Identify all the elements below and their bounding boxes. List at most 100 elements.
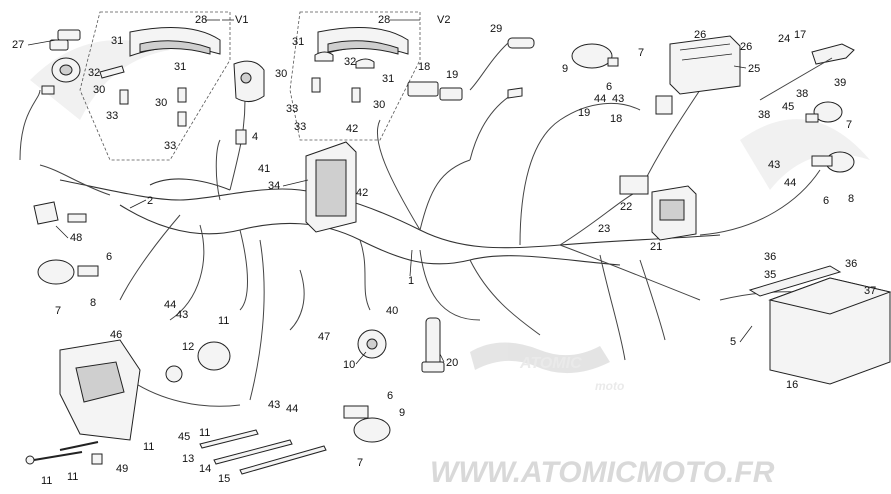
callout-30b: 30 xyxy=(155,97,167,109)
callout-19b: 19 xyxy=(578,107,590,119)
callout-11b: 11 xyxy=(143,441,154,453)
callout-26a: 26 xyxy=(694,29,706,41)
callout-30c: 30 xyxy=(275,68,287,80)
callout-25: 25 xyxy=(748,63,760,75)
bolts-bottom xyxy=(25,441,103,465)
indicator-front-left xyxy=(37,259,99,285)
indicator-rear-right xyxy=(811,151,855,173)
callout-24: 24 xyxy=(778,33,790,45)
cluster-v1: 28 V1 xyxy=(79,11,248,161)
battery xyxy=(748,265,891,385)
callout-6b: 6 xyxy=(606,81,612,93)
connectors-18-19-top xyxy=(407,81,523,101)
callout-44a: 44 xyxy=(594,93,606,105)
callout-45a: 45 xyxy=(782,101,794,113)
callout-30d: 30 xyxy=(373,99,385,111)
plate-light xyxy=(805,101,843,123)
callout-16: 16 xyxy=(786,379,798,391)
bulb-holder xyxy=(165,341,231,383)
callout-1: 1 xyxy=(408,275,414,287)
cluster-v2: 28 V2 xyxy=(289,11,450,141)
watermark-site: WWW.ATOMICMOTO.FR xyxy=(430,456,775,489)
callout-7c: 7 xyxy=(55,305,61,317)
callout-42a: 42 xyxy=(346,123,358,135)
callout-7d: 7 xyxy=(357,457,363,469)
callout-7b: 7 xyxy=(846,119,852,131)
bracket-48 xyxy=(33,201,87,225)
callout-12: 12 xyxy=(182,341,194,353)
callout-28: 28 xyxy=(195,14,207,26)
callout-31c: 31 xyxy=(292,36,304,48)
callout-labels: 1 2 4 5 6 6 6 6 7 7 7 7 8 8 9 9 10 11 11… xyxy=(41,23,876,487)
callout-9a: 9 xyxy=(562,63,568,75)
callout-4: 4 xyxy=(252,131,258,143)
temp-sensor xyxy=(469,37,535,91)
callout-8b: 8 xyxy=(848,193,854,205)
callout-43a: 43 xyxy=(612,93,624,105)
tail-light xyxy=(759,43,855,101)
callout-11e: 11 xyxy=(67,471,78,483)
callout-43d: 43 xyxy=(268,399,280,411)
callout-39: 39 xyxy=(834,77,846,89)
callout-20: 20 xyxy=(446,357,458,369)
callout-44b: 44 xyxy=(784,177,796,189)
callout-6c: 6 xyxy=(823,195,829,207)
callout-33d: 33 xyxy=(294,121,306,133)
ignition-coil xyxy=(421,317,445,373)
ignition-switch: 27 xyxy=(12,29,81,95)
horn xyxy=(357,329,387,359)
regulator xyxy=(655,35,741,115)
callout-33a: 33 xyxy=(106,110,118,122)
callout-28b: 28 xyxy=(378,14,390,26)
callout-17: 17 xyxy=(794,29,806,41)
callout-40: 40 xyxy=(386,305,398,317)
callout-36b: 36 xyxy=(845,258,857,270)
callout-18a: 18 xyxy=(418,61,430,73)
callout-23: 23 xyxy=(598,223,610,235)
atomic-logo: ATOMIC moto xyxy=(470,342,624,393)
callout-34: 34 xyxy=(268,180,280,192)
watermark-logo-text: ATOMIC xyxy=(519,355,582,372)
callout-11c: 11 xyxy=(199,427,210,439)
callout-31b: 31 xyxy=(174,61,186,73)
variant-v2: V2 xyxy=(437,14,450,26)
main-harness xyxy=(19,89,831,407)
variant-v1: V1 xyxy=(235,14,248,26)
callout-2: 2 xyxy=(147,195,153,207)
callout-37: 37 xyxy=(864,285,876,297)
callout-43c: 43 xyxy=(176,309,188,321)
callout-33b: 33 xyxy=(164,140,176,152)
callout-11d: 11 xyxy=(41,475,52,487)
callout-36a: 36 xyxy=(764,251,776,263)
callout-14: 14 xyxy=(199,463,211,475)
watermark-logo-sub: moto xyxy=(595,379,624,393)
callout-32b: 32 xyxy=(344,56,356,68)
callout-6d: 6 xyxy=(387,390,393,402)
callout-26b: 26 xyxy=(740,41,752,53)
callout-46: 46 xyxy=(110,329,122,341)
callout-7a: 7 xyxy=(638,47,644,59)
callout-42b: 42 xyxy=(356,187,368,199)
indicator-rear-left xyxy=(343,405,391,443)
callout-13: 13 xyxy=(182,453,194,465)
cdi-unit xyxy=(305,141,357,233)
callout-49: 49 xyxy=(116,463,128,475)
callout-47: 47 xyxy=(318,331,330,343)
fuse-box xyxy=(619,175,697,241)
callout-31d: 31 xyxy=(382,73,394,85)
callout-45b: 45 xyxy=(178,431,190,443)
callout-10: 10 xyxy=(343,359,355,371)
callout-31a: 31 xyxy=(111,35,123,47)
indicator-front-right xyxy=(571,43,619,69)
callout-44c: 44 xyxy=(164,299,176,311)
callout-22: 22 xyxy=(620,201,632,213)
callout-18b: 18 xyxy=(610,113,622,125)
callout-6a: 6 xyxy=(106,251,112,263)
callout-38b: 38 xyxy=(758,109,770,121)
callout-43b: 43 xyxy=(768,159,780,171)
callout-30a: 30 xyxy=(93,84,105,96)
callout-11a: 11 xyxy=(218,315,229,327)
callout-29: 29 xyxy=(490,23,502,35)
callout-8a: 8 xyxy=(90,297,96,309)
